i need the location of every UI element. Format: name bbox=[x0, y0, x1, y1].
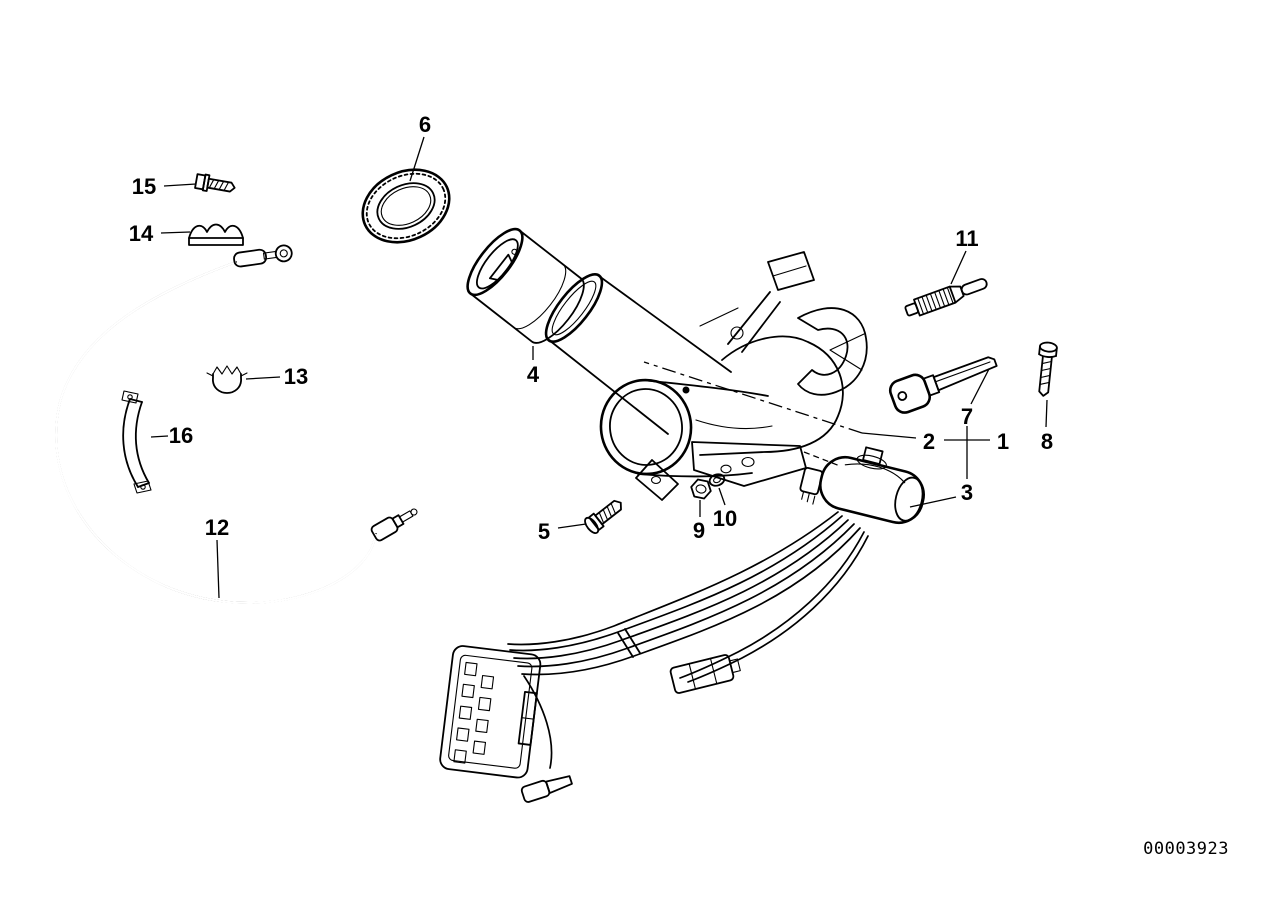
leader-6 bbox=[409, 136, 425, 182]
multi-pin-connector bbox=[439, 645, 542, 779]
callout-5[interactable]: 5 bbox=[538, 519, 550, 544]
spade-terminal bbox=[520, 775, 573, 803]
washer-10 bbox=[708, 473, 726, 487]
callout-1[interactable]: 1 bbox=[997, 429, 1009, 454]
callout-12[interactable]: 12 bbox=[205, 515, 229, 540]
callout-6[interactable]: 6 bbox=[419, 112, 431, 137]
spring-clip-13 bbox=[206, 365, 248, 394]
hex-nut-9 bbox=[690, 478, 712, 500]
harness-wire bbox=[687, 535, 869, 683]
key-blank-7 bbox=[888, 356, 998, 414]
leader-12 bbox=[216, 539, 220, 599]
small-connector bbox=[669, 654, 741, 694]
leader-7 bbox=[970, 368, 990, 405]
callout-8[interactable]: 8 bbox=[1041, 429, 1053, 454]
leader-10 bbox=[718, 487, 726, 506]
harness-wire bbox=[507, 511, 839, 646]
cable-core bbox=[55, 260, 378, 604]
screw-8 bbox=[1038, 341, 1058, 397]
leader-13 bbox=[245, 376, 281, 380]
cable-eyelet-end bbox=[233, 244, 293, 268]
bezel-ring-6 bbox=[361, 168, 451, 244]
harness-wire bbox=[517, 523, 855, 668]
harness-wire bbox=[521, 527, 861, 676]
callout-7[interactable]: 7 bbox=[961, 404, 973, 429]
curved-strip-16 bbox=[121, 390, 152, 494]
leader-3 bbox=[909, 496, 957, 508]
callout-3[interactable]: 3 bbox=[961, 480, 973, 505]
cable-tie bbox=[617, 628, 641, 658]
leader-16 bbox=[150, 435, 169, 438]
leader-14 bbox=[160, 231, 191, 234]
callouts: 1 2 3 4 5 6 7 8 9 10 11 12 13 14 15 16 bbox=[129, 112, 1053, 544]
callout-13[interactable]: 13 bbox=[284, 364, 308, 389]
screw-5 bbox=[584, 499, 622, 534]
harness-wire bbox=[679, 531, 865, 679]
wiring-harness bbox=[439, 511, 869, 803]
callout-10[interactable]: 10 bbox=[713, 506, 737, 531]
cable-plug-end bbox=[370, 508, 418, 542]
callout-16[interactable]: 16 bbox=[169, 423, 193, 448]
harness-wire bbox=[513, 519, 849, 660]
clamp-14 bbox=[188, 223, 244, 246]
switch-axis-dash bbox=[803, 451, 841, 467]
leader-8 bbox=[1045, 399, 1048, 428]
knurled-pin-11 bbox=[904, 278, 988, 317]
harness-wire bbox=[509, 515, 843, 652]
leader-5 bbox=[557, 523, 587, 529]
leader-15 bbox=[163, 183, 197, 187]
leader-2 bbox=[861, 432, 917, 439]
document-number: 00003923 bbox=[1143, 839, 1229, 859]
leader-11 bbox=[950, 250, 967, 285]
cable-outline bbox=[55, 261, 377, 604]
ignition-switch-3 bbox=[799, 446, 925, 525]
steering-lock-housing bbox=[544, 251, 868, 501]
callout-9[interactable]: 9 bbox=[693, 518, 705, 543]
callout-2[interactable]: 2 bbox=[923, 429, 935, 454]
callout-14[interactable]: 14 bbox=[129, 221, 154, 246]
callout-4[interactable]: 4 bbox=[527, 362, 540, 387]
centerline bbox=[643, 361, 863, 434]
callout-11[interactable]: 11 bbox=[955, 226, 978, 251]
leader-lines bbox=[150, 136, 1048, 599]
callout-15[interactable]: 15 bbox=[132, 174, 156, 199]
screw-15 bbox=[194, 173, 236, 193]
cable-assembly-12 bbox=[55, 244, 418, 604]
